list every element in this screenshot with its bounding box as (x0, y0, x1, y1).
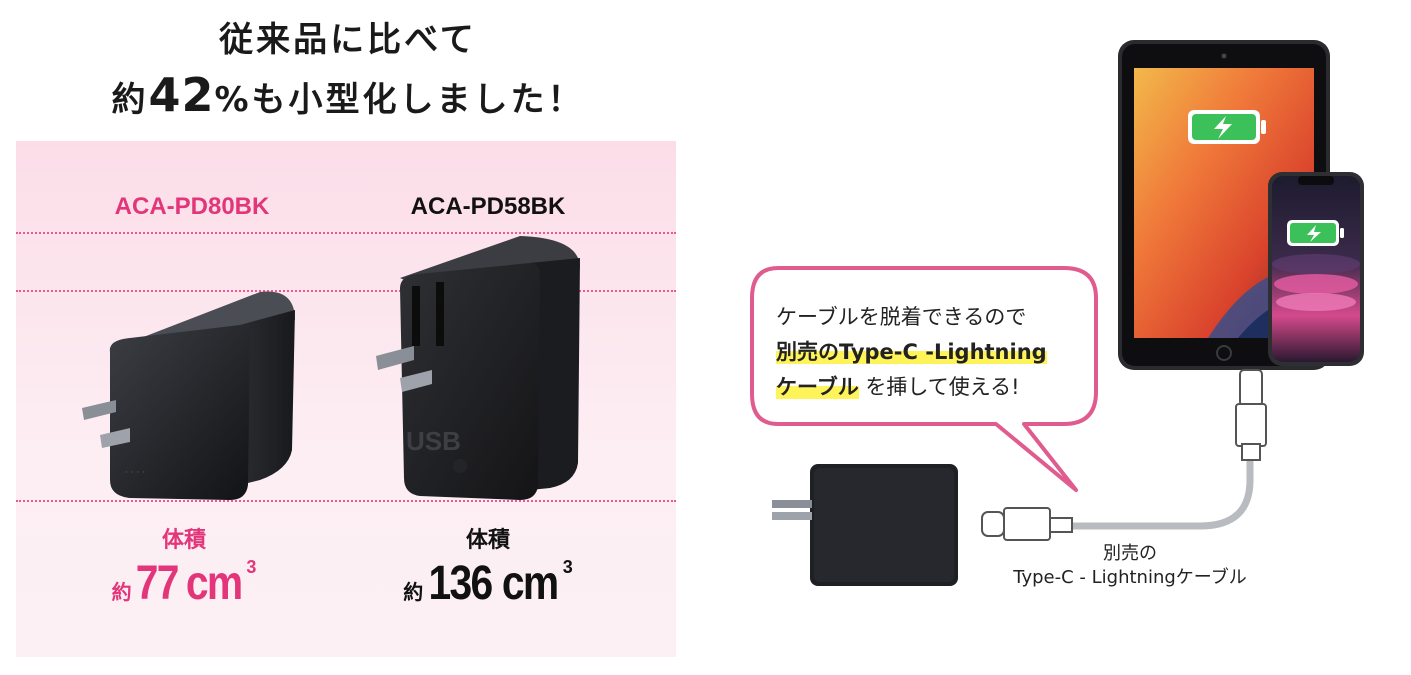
divider-top (16, 232, 676, 234)
headline-prefix: 約 (111, 80, 149, 120)
charger-new-image: · · · · (82, 291, 295, 500)
charger-cable-illustration (772, 369, 1267, 586)
bubble-text: ケーブルを脱着できるので 別売のType-C -Lightning ケーブル を… (776, 300, 1096, 405)
headline-suffix: %も小型化しました！ (214, 80, 585, 120)
bubble-highlight-product: 別売のType-C -Lightning (776, 340, 1047, 364)
lightning-plug (1235, 369, 1267, 461)
divider-middle (16, 290, 676, 292)
volume-number-old: 136 (428, 557, 494, 610)
model-name-new: ACA-PD80BK (114, 193, 270, 220)
headline: 従来品に比べて 約42%も小型化しました！ (0, 14, 696, 129)
usb-c-plug (981, 507, 1073, 541)
bubble-line3-rest: を挿して使える! (858, 375, 1020, 399)
battery-icon (1287, 220, 1344, 246)
phone-image (1268, 172, 1364, 366)
battery-icon (1188, 110, 1266, 144)
model-name-old: ACA-PD58BK (410, 193, 566, 220)
bubble-highlight-cable: ケーブル (776, 375, 859, 399)
volume-label-old: 体積 (465, 528, 510, 553)
headline-percent-number: 42 (148, 68, 215, 122)
speech-bubble (750, 266, 1098, 492)
charger-old-image: USB (376, 236, 580, 500)
headline-line2: 約42%も小型化しました！ (0, 66, 696, 129)
volume-number-new: 77 (135, 557, 179, 610)
headline-line1: 従来品に比べて (219, 20, 477, 60)
svg-text:· · · ·: · · · · (125, 468, 145, 478)
cable-label-line2: Type-C - Lightningケーブル (1013, 567, 1247, 588)
bubble-line1: ケーブルを脱着できるので (776, 305, 1027, 329)
cable-label-line1: 別売の (1103, 543, 1157, 564)
usb-logo: USB (406, 426, 461, 456)
divider-bottom (16, 500, 676, 502)
cable-label: 別売の Type-C - Lightningケーブル (980, 542, 1280, 590)
volume-label-new: 体積 (161, 528, 206, 553)
